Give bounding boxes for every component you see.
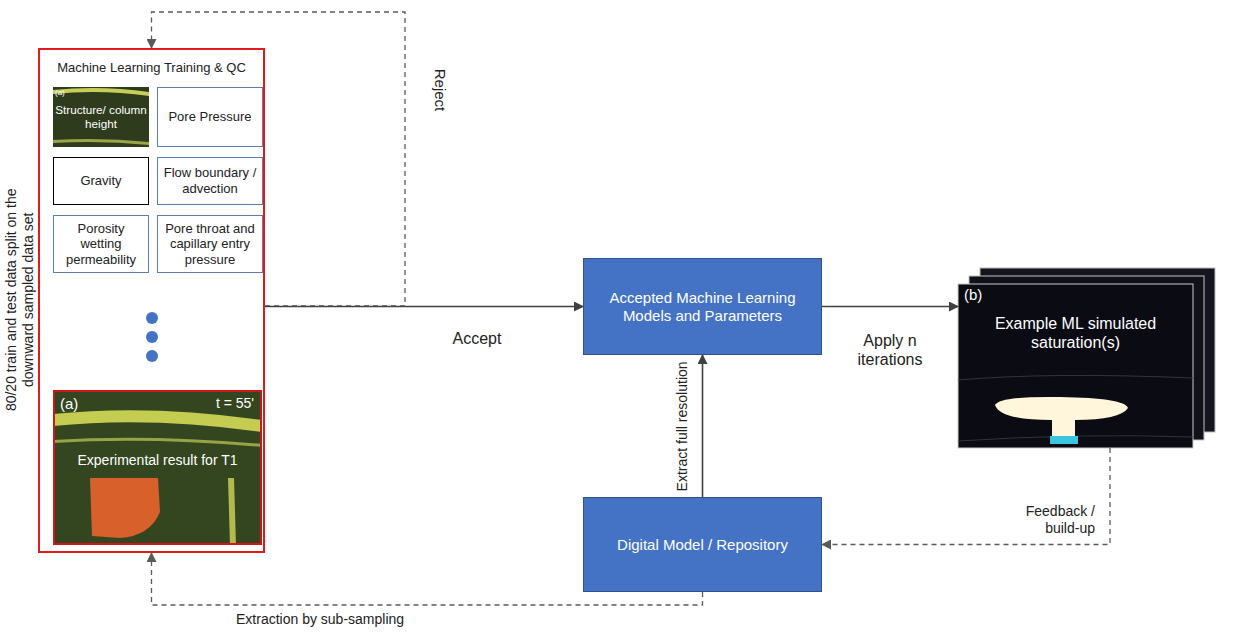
node-text: Flow boundary / advection (161, 165, 259, 196)
side-label: 80/20 train and test data split on the d… (3, 167, 37, 433)
node-text: Experimental result for T1 (77, 452, 237, 469)
node-text: Digital Model / Repository (617, 536, 788, 554)
edge-label: Extract full resolution (674, 359, 691, 493)
flow-arrow (822, 306, 958, 308)
repository-box: Digital Model / Repository (583, 497, 822, 592)
factor-box: Flow boundary / advection (157, 157, 263, 205)
edge-label: Extraction by sub-sampling (234, 611, 406, 628)
node-text: (b) (964, 286, 982, 304)
node-text: Example ML simulated saturation(s) (976, 314, 1176, 352)
photo-panel: (a) t = 55' Experimental result for T1 (53, 390, 262, 545)
panel-heading: Machine Learning Training & QC (57, 60, 246, 76)
node-text: (a) (60, 395, 78, 413)
node-text: (a) (55, 88, 65, 98)
factor-box: Pore Pressure (157, 87, 263, 147)
image-stack: (b) Example ML simulated saturation(s) (958, 268, 1215, 448)
edge-label: Accept (451, 329, 504, 348)
flow-arrow (152, 12, 406, 306)
node-text: Pore throat and capillary entry pressure (161, 221, 259, 268)
node-text: Gravity (80, 173, 121, 189)
structure-thumbnail (53, 87, 149, 147)
node-text: Structure/ column height (53, 103, 149, 131)
factor-box: Pore throat and capillary entry pressure (157, 215, 263, 273)
model-box: Accepted Machine Learning Models and Par… (583, 258, 822, 355)
continuation-dots (146, 312, 158, 362)
group-panel: Machine Learning Training & QC (a) Structu… (38, 48, 265, 553)
edge-label: Feedback / build-up (1003, 503, 1097, 537)
flow-arrow (702, 355, 704, 497)
node-text: Pore Pressure (168, 109, 251, 125)
flow-arrow (265, 306, 583, 308)
node-text: Accepted Machine Learning Models and Par… (594, 289, 811, 325)
experiment-photo (53, 390, 262, 545)
node-text: Porosity wetting permeability (57, 221, 145, 268)
simulation-image-stack (958, 268, 1215, 448)
factor-box: Gravity (53, 157, 149, 205)
photo-box: (a) Structure/ column height (53, 87, 149, 147)
flow-arrow (822, 448, 1110, 545)
edge-label: Apply n iterations (838, 331, 942, 369)
factor-box: Porosity wetting permeability (53, 215, 149, 273)
node-text: t = 55' (216, 395, 254, 412)
edge-label: Reject (431, 67, 449, 114)
